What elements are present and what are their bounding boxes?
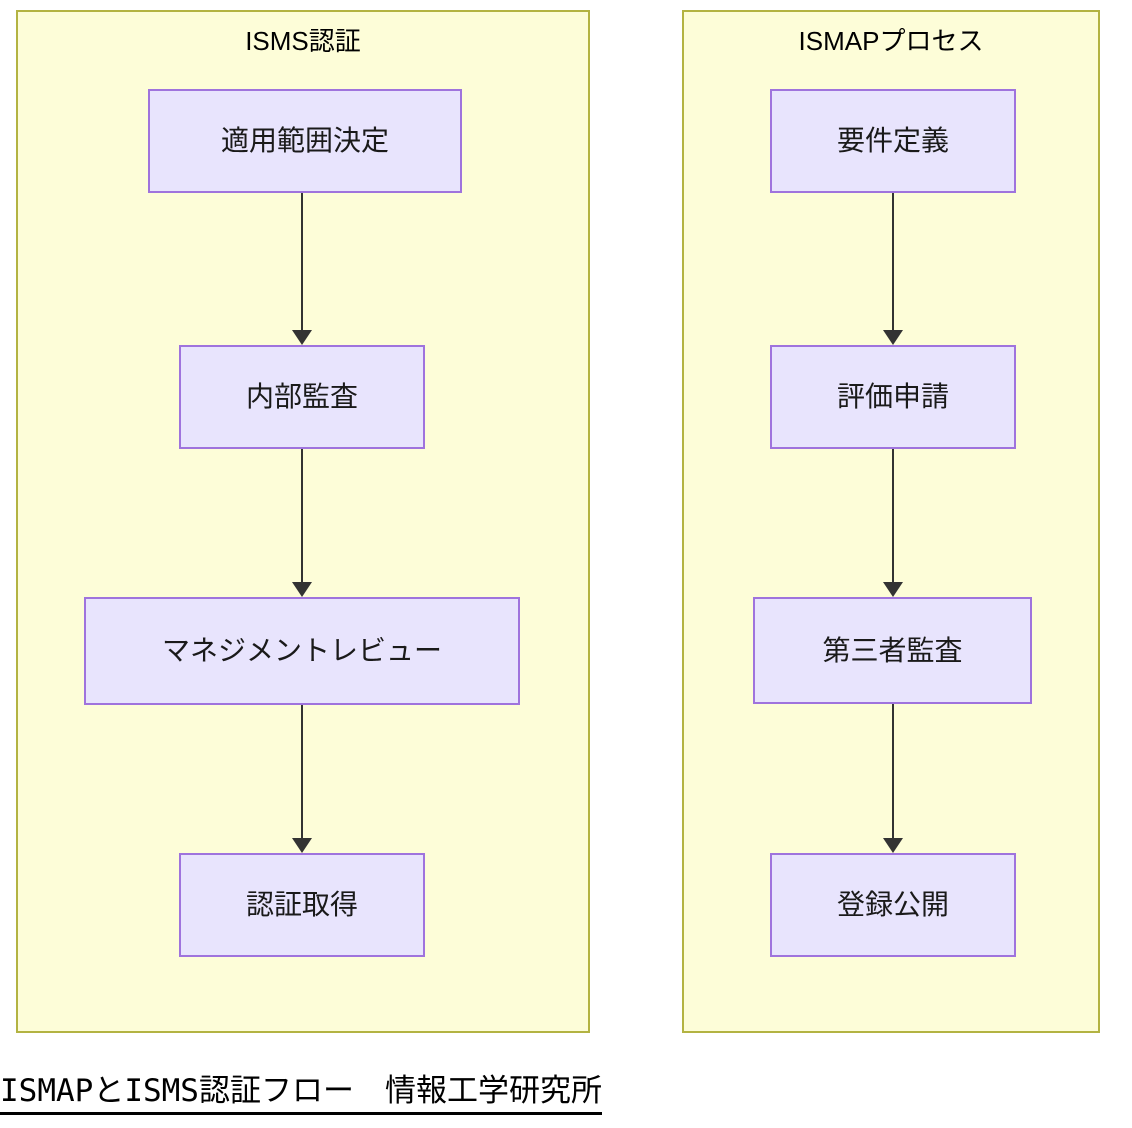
connector-arrowhead-isms-1-2: [292, 330, 312, 345]
diagram-caption: ISMAPとISMS認証フロー 情報工学研究所: [0, 1072, 602, 1115]
panel-isms-title: ISMS認証: [245, 26, 361, 56]
node-third-party-audit[interactable]: 第三者監査: [753, 597, 1032, 704]
connector-arrowhead-ismap-3-4: [883, 838, 903, 853]
node-evaluation-application[interactable]: 評価申請: [770, 345, 1016, 449]
node-certification-obtained[interactable]: 認証取得: [179, 853, 425, 957]
connector-line-isms-1-2: [301, 193, 303, 330]
connector-arrowhead-ismap-1-2: [883, 330, 903, 345]
connector-arrowhead-isms-2-3: [292, 582, 312, 597]
connector-arrowhead-isms-3-4: [292, 838, 312, 853]
node-scope-decision[interactable]: 適用範囲決定: [148, 89, 462, 193]
connector-arrowhead-ismap-2-3: [883, 582, 903, 597]
connector-line-ismap-1-2: [892, 193, 894, 330]
panel-ismap-title: ISMAPプロセス: [798, 26, 984, 56]
node-registration-publication[interactable]: 登録公開: [770, 853, 1016, 957]
node-management-review[interactable]: マネジメントレビュー: [84, 597, 520, 705]
node-internal-audit[interactable]: 内部監査: [179, 345, 425, 449]
node-requirements-definition[interactable]: 要件定義: [770, 89, 1016, 193]
connector-line-isms-2-3: [301, 449, 303, 582]
connector-line-ismap-3-4: [892, 704, 894, 838]
connector-line-isms-3-4: [301, 705, 303, 838]
connector-line-ismap-2-3: [892, 449, 894, 582]
